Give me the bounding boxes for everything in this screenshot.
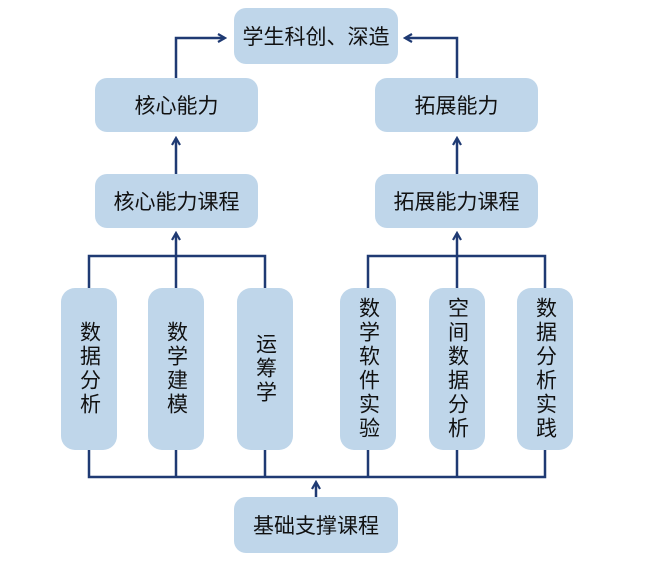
core-ability-box: 核心能力 — [95, 78, 258, 132]
core-courses-box: 核心能力课程 — [95, 174, 258, 228]
top-goal-label: 学生科创、深造 — [242, 25, 390, 49]
core-ability-label: 核心能力 — [134, 94, 219, 118]
subject-box-6: 数据分析实践 — [517, 288, 573, 450]
arrow-ext-to-top — [405, 38, 459, 78]
subject-label: 数据分析 — [77, 321, 102, 417]
base-courses-label: 基础支撑课程 — [253, 514, 379, 538]
subject-label: 空间数据分析 — [445, 297, 470, 441]
arrow-core-to-top — [174, 38, 225, 78]
base-courses-box: 基础支撑课程 — [234, 497, 398, 553]
subject-label: 运筹学 — [253, 333, 278, 405]
ext-ability-box: 拓展能力 — [375, 78, 538, 132]
ext-courses-label: 拓展能力课程 — [393, 190, 520, 214]
ext-courses-box: 拓展能力课程 — [375, 174, 538, 228]
subject-box-5: 空间数据分析 — [429, 288, 485, 450]
subject-label: 数学建模 — [164, 321, 189, 417]
subject-box-2: 数学建模 — [148, 288, 204, 450]
subject-box-4: 数学软件实验 — [340, 288, 396, 450]
subject-box-3: 运筹学 — [237, 288, 293, 450]
top-goal-box: 学生科创、深造 — [234, 8, 398, 64]
subject-box-1: 数据分析 — [61, 288, 117, 450]
ext-ability-label: 拓展能力 — [414, 94, 499, 118]
core-courses-label: 核心能力课程 — [113, 190, 240, 214]
subject-label: 数据分析实践 — [533, 297, 558, 441]
bottom-bus — [87, 450, 547, 479]
subject-label: 数学软件实验 — [356, 297, 381, 441]
